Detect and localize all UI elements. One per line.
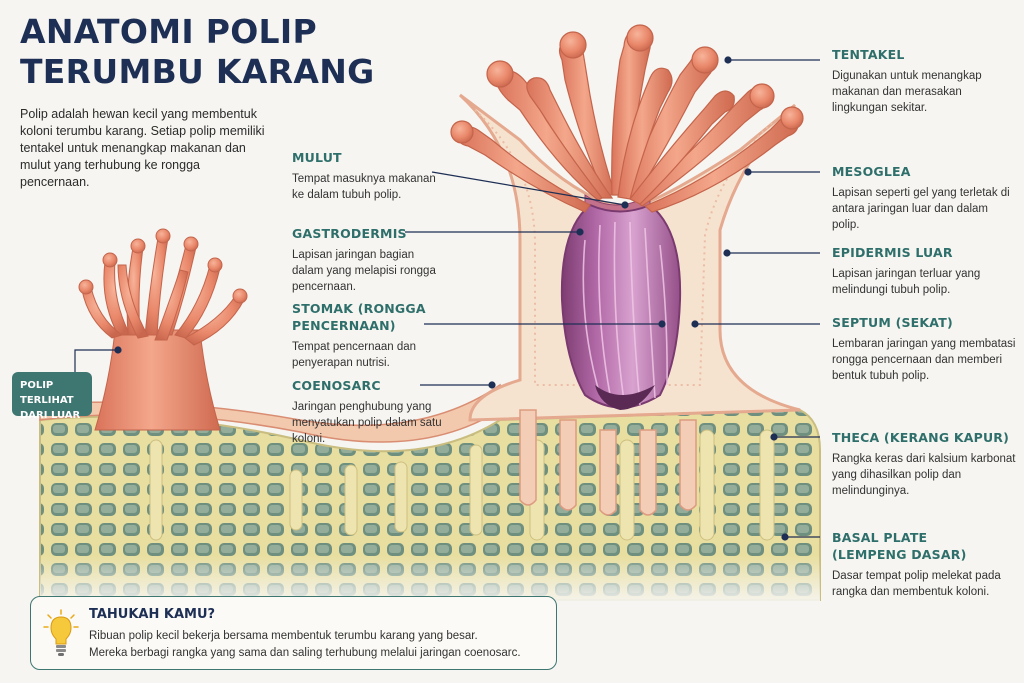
label-septum-desc: Lembaran jaringan yang membatasi rongga … xyxy=(832,338,1016,382)
fact-line-1: Ribuan polip kecil bekerja bersama membe… xyxy=(89,630,478,642)
label-theca-title: THECA (KERANG KAPUR) xyxy=(832,430,1010,445)
label-gastrodermis-title: GASTRODERMIS xyxy=(292,226,407,241)
label-mesoglea-title: MESOGLEA xyxy=(832,164,911,179)
label-mesoglea-desc: Lapisan seperti gel yang terletak di ant… xyxy=(832,187,1010,231)
fact-line-2: Mereka berbagi rangka yang sama dan sali… xyxy=(89,647,521,659)
label-mulut: MULUT Tempat masuknya makanan ke dalam t… xyxy=(292,149,442,203)
intro-text: Polip adalah hewan kecil yang membentuk … xyxy=(20,107,265,189)
label-mulut-title: MULUT xyxy=(292,150,342,165)
label-basal: BASAL PLATE (LEMPENG DASAR) Dasar tempat… xyxy=(832,529,1002,600)
label-gastrodermis: GASTRODERMIS Lapisan jaringan bagian dal… xyxy=(292,225,442,295)
label-gastrodermis-desc: Lapisan jaringan bagian dalam yang melap… xyxy=(292,249,436,293)
fact-box: TAHUKAH KAMU? Ribuan polip kecil bekerja… xyxy=(30,596,557,670)
label-theca-desc: Rangka keras dari kalsium karbonat yang … xyxy=(832,453,1016,497)
label-coenosarc-desc: Jaringan penghubung yang menyatukan poli… xyxy=(292,401,442,445)
label-stomak-desc: Tempat pencernaan dan penyerapan nutrisi… xyxy=(292,341,417,369)
label-septum-title: SEPTUM (SEKAT) xyxy=(832,315,953,330)
label-coenosarc-title: COENOSARC xyxy=(292,378,381,393)
label-tentakel: TENTAKEL Digunakan untuk menangkap makan… xyxy=(832,46,1017,116)
label-basal-title: BASAL PLATE (LEMPENG DASAR) xyxy=(832,530,967,562)
fact-title: TAHUKAH KAMU? xyxy=(89,607,216,622)
label-basal-desc: Dasar tempat polip melekat pada rangka d… xyxy=(832,570,1001,598)
large-tentacles xyxy=(450,24,804,213)
label-tentakel-title: TENTAKEL xyxy=(832,47,905,62)
leader-lines xyxy=(74,56,820,541)
lightbulb-icon xyxy=(43,609,79,656)
page-title: ANATOMI POLIP TERUMBU KARANG xyxy=(20,12,375,91)
label-stomak: STOMAK (RONGGA PENCERNAAN) Tempat pencer… xyxy=(292,300,442,371)
label-coenosarc: COENOSARC Jaringan penghubung yang menya… xyxy=(292,377,442,447)
external-polyp-badge: POLIP TERLIHAT DARI LUAR xyxy=(12,372,92,421)
label-theca: THECA (KERANG KAPUR) Rangka keras dari k… xyxy=(832,429,1017,499)
label-epidermis: EPIDERMIS LUAR Lapisan jaringan terluar … xyxy=(832,244,1017,298)
label-mesoglea: MESOGLEA Lapisan seperti gel yang terlet… xyxy=(832,163,1017,233)
label-epidermis-title: EPIDERMIS LUAR xyxy=(832,245,953,260)
label-mulut-desc: Tempat masuknya makanan ke dalam tubuh p… xyxy=(292,173,436,201)
label-septum: SEPTUM (SEKAT) Lembaran jaringan yang me… xyxy=(832,314,1020,384)
external-polyp xyxy=(78,228,248,431)
label-stomak-title: STOMAK (RONGGA PENCERNAAN) xyxy=(292,301,426,333)
label-epidermis-desc: Lapisan jaringan terluar yang melindungi… xyxy=(832,268,981,296)
label-tentakel-desc: Digunakan untuk menangkap makanan dan me… xyxy=(832,70,982,114)
